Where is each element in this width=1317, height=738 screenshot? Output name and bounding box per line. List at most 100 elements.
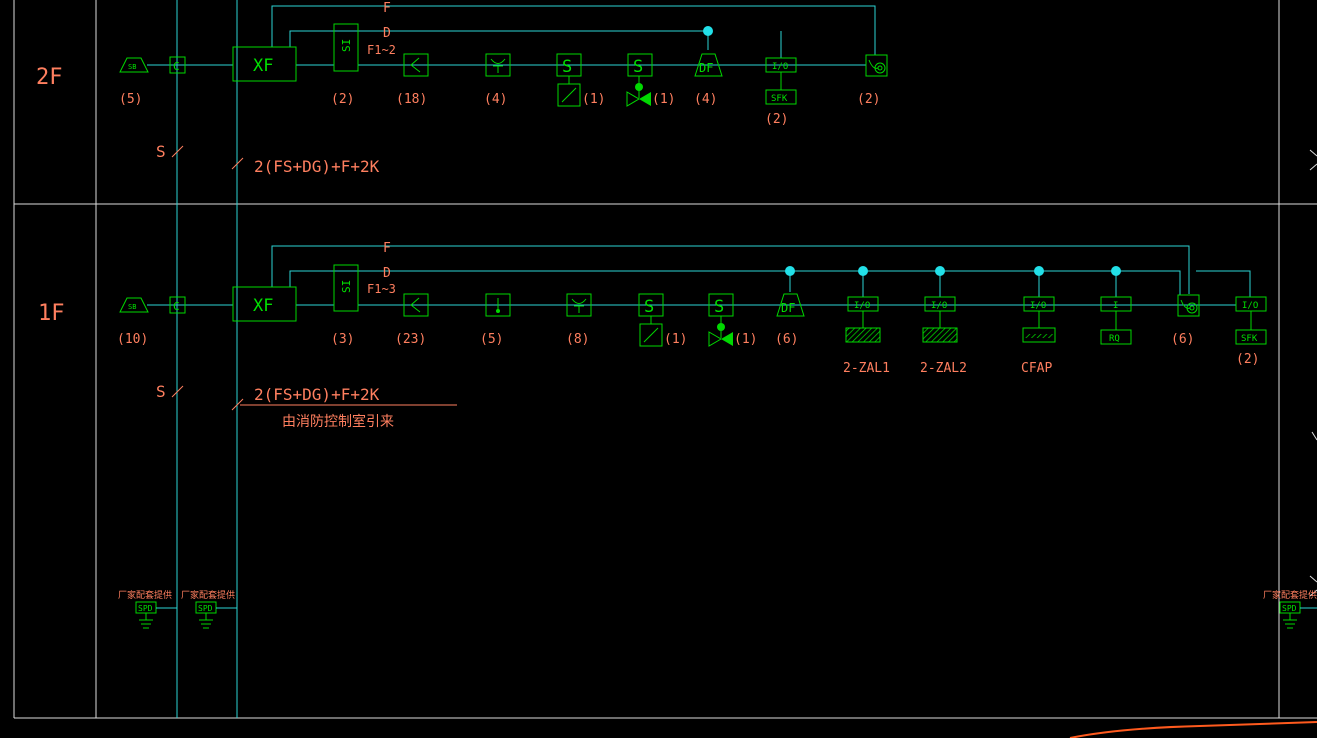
orange-boundary-line bbox=[1069, 721, 1317, 738]
si-isolator-icon: SI bbox=[333, 23, 359, 72]
cable-tick bbox=[231, 398, 244, 411]
svg-text:I/O: I/O bbox=[854, 301, 870, 311]
manual-call-point-icon: SB bbox=[119, 297, 149, 313]
svg-text:SPD: SPD bbox=[198, 604, 213, 613]
io-module-cfap: I/O bbox=[1022, 296, 1056, 343]
risers bbox=[176, 0, 238, 718]
label-cfap: CFAP bbox=[1021, 361, 1052, 376]
svg-text:I/O: I/O bbox=[772, 62, 788, 72]
source-note: 由消防控制室引来 bbox=[282, 413, 394, 430]
alarm-bell-icon bbox=[865, 54, 888, 77]
count-heat: (4) bbox=[484, 92, 507, 107]
floor-1f-loop: F D F1~3 bbox=[147, 241, 1251, 306]
label-zal1: 2-ZAL1 bbox=[843, 361, 890, 376]
io-module-zal2: I/O bbox=[922, 296, 958, 343]
cable-s-label: S bbox=[156, 142, 166, 161]
svg-text:SFK: SFK bbox=[771, 94, 788, 104]
count-si: (3) bbox=[331, 332, 354, 347]
svg-text:厂家配套提供: 厂家配套提供 bbox=[118, 589, 172, 601]
input-module-rq: I RQ bbox=[1100, 296, 1132, 345]
svg-text:SPD: SPD bbox=[1282, 604, 1297, 613]
count-io: (2) bbox=[1236, 352, 1259, 367]
junction-node bbox=[703, 26, 713, 36]
junction-node bbox=[858, 266, 868, 276]
junction-node bbox=[1111, 266, 1121, 276]
svg-text:DF: DF bbox=[781, 301, 795, 315]
spd-right: 厂家配套提供 SPD bbox=[1263, 589, 1317, 629]
svg-text:SPD: SPD bbox=[138, 604, 153, 613]
floor-2f-loop: F D F1~2 bbox=[147, 1, 876, 66]
heat-detector-icon bbox=[485, 53, 511, 77]
count-valve: (1) bbox=[652, 92, 675, 107]
s-module-icon: S bbox=[638, 293, 664, 347]
c-module-icon: C bbox=[169, 296, 186, 314]
c-module-icon: C bbox=[169, 56, 186, 74]
bus-f-label: F bbox=[383, 241, 391, 256]
count-smoke: (23) bbox=[395, 332, 426, 347]
svg-text:SFK: SFK bbox=[1241, 334, 1258, 344]
xf-module-icon: XF bbox=[232, 286, 297, 322]
count-bell: (6) bbox=[1171, 332, 1194, 347]
svg-text:C: C bbox=[173, 60, 180, 73]
smoke-detector-icon bbox=[403, 293, 429, 317]
count-io: (2) bbox=[765, 112, 788, 127]
count-valve: (1) bbox=[734, 332, 757, 347]
smoke-detector-icon bbox=[403, 53, 429, 77]
heat-detector-icon bbox=[566, 293, 592, 317]
cable-spec-label: 2(FS+DG)+F+2K bbox=[254, 385, 380, 404]
cable-s-label: S bbox=[156, 382, 166, 401]
svg-text:SB: SB bbox=[128, 63, 136, 71]
svg-text:厂家配套提供: 厂家配套提供 bbox=[181, 589, 235, 601]
svg-text:SI: SI bbox=[340, 280, 353, 293]
count-hydrant: (4) bbox=[694, 92, 717, 107]
svg-text:RQ: RQ bbox=[1109, 334, 1120, 344]
xf-module-icon: XF bbox=[232, 46, 297, 82]
range-label: F1~2 bbox=[367, 43, 396, 57]
cable-tick bbox=[231, 157, 244, 170]
svg-text:C: C bbox=[173, 300, 180, 313]
count-s-module: (1) bbox=[582, 92, 605, 107]
bus-d-label: D bbox=[383, 266, 391, 281]
count-manual: (10) bbox=[117, 332, 148, 347]
temperature-detector-icon bbox=[485, 293, 511, 317]
svg-text:S: S bbox=[633, 57, 643, 77]
svg-text:I/O: I/O bbox=[1242, 301, 1258, 311]
io-module-sfk: I/O SFK bbox=[1235, 296, 1267, 345]
spd-left-1: 厂家配套提供 SPD bbox=[118, 589, 177, 629]
svg-text:I/O: I/O bbox=[1030, 301, 1046, 311]
label-zal2: 2-ZAL2 bbox=[920, 361, 967, 376]
cable-spec-label: 2(FS+DG)+F+2K bbox=[254, 157, 380, 176]
svg-text:厂家配套提供: 厂家配套提供 bbox=[1263, 589, 1317, 601]
svg-text:I: I bbox=[1113, 301, 1118, 311]
count-si: (2) bbox=[331, 92, 354, 107]
svg-text:XF: XF bbox=[253, 56, 273, 76]
count-temp: (5) bbox=[480, 332, 503, 347]
count-s-module: (1) bbox=[664, 332, 687, 347]
s-module-icon: S bbox=[556, 53, 582, 107]
svg-text:DF: DF bbox=[699, 61, 713, 75]
valve-module-icon: S bbox=[708, 293, 734, 347]
valve-module-icon: S bbox=[626, 53, 653, 107]
count-bell: (2) bbox=[857, 92, 880, 107]
manual-call-point-icon: SB bbox=[119, 57, 149, 73]
count-manual: (5) bbox=[119, 92, 142, 107]
count-heat: (8) bbox=[566, 332, 589, 347]
count-hydrant: (6) bbox=[775, 332, 798, 347]
svg-text:S: S bbox=[714, 297, 724, 317]
bus-d-label: D bbox=[383, 26, 391, 41]
bus-f-label: F bbox=[383, 1, 391, 16]
si-isolator-icon: SI bbox=[333, 264, 359, 312]
junction-node bbox=[785, 266, 795, 276]
svg-text:SB: SB bbox=[128, 303, 136, 311]
svg-text:XF: XF bbox=[253, 296, 273, 316]
io-module-zal1: I/O bbox=[845, 296, 881, 343]
junction-node bbox=[935, 266, 945, 276]
svg-text:S: S bbox=[562, 57, 572, 77]
svg-text:SI: SI bbox=[340, 39, 353, 52]
floor-label-1f: 1F bbox=[38, 301, 65, 326]
svg-text:I/O: I/O bbox=[931, 301, 947, 311]
hydrant-button-icon: DF bbox=[694, 53, 723, 77]
io-module-icon: I/O SFK bbox=[765, 57, 797, 105]
